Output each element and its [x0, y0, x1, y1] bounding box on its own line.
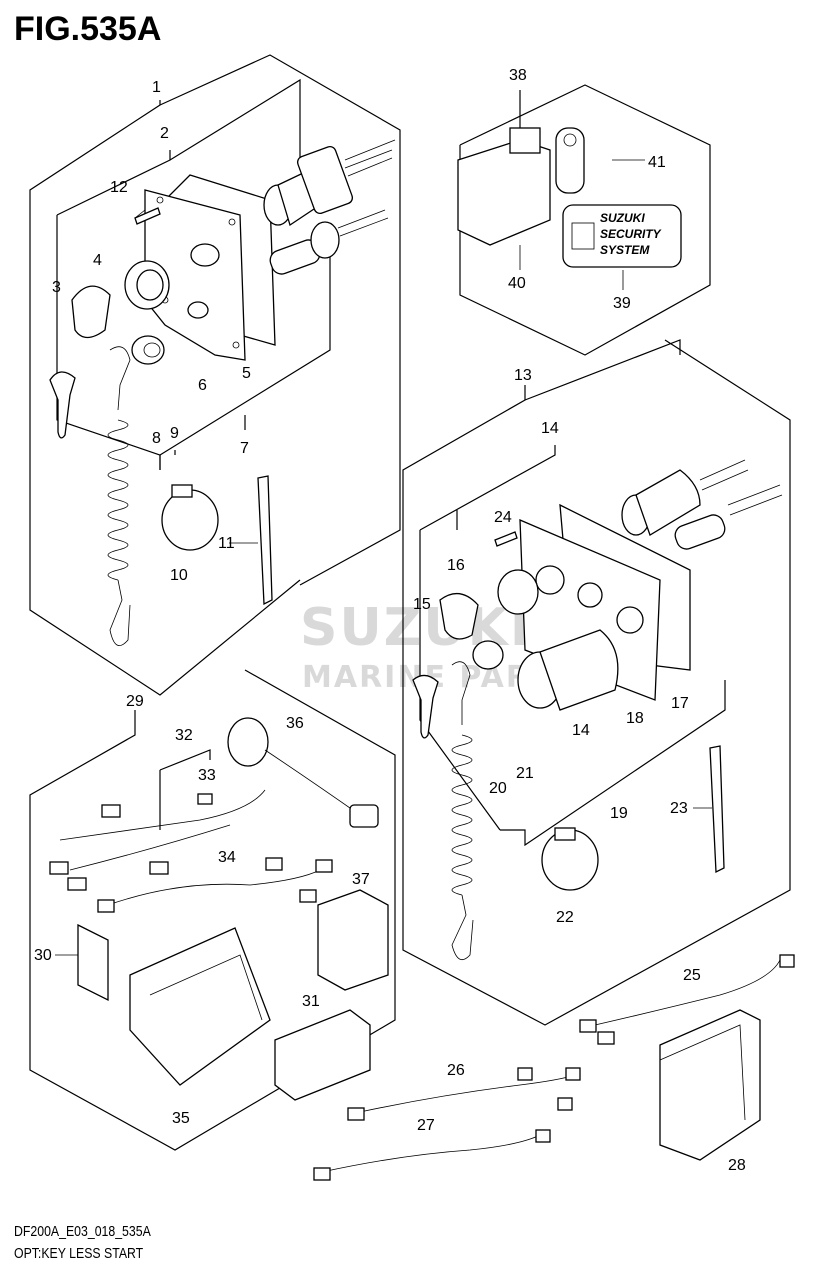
- callout-14-bottom: 14: [572, 722, 590, 739]
- callout-28: 28: [728, 1157, 746, 1174]
- transponder-fob-part: [555, 127, 585, 194]
- security-label-part: [562, 204, 682, 268]
- leader-lines: [55, 159, 712, 956]
- callout-40: 40: [508, 275, 526, 292]
- group-13-frame: [402, 339, 791, 1026]
- callout-13: 13: [514, 367, 532, 384]
- harness-26-part: [347, 1067, 581, 1121]
- switch-bracket-plate: [144, 174, 276, 361]
- right-lanyard-part: [451, 661, 474, 961]
- callout-27: 27: [417, 1117, 435, 1134]
- security-label-text: SUZUKI SECURITY SYSTEM: [600, 211, 662, 257]
- callout-23: 23: [670, 800, 688, 817]
- callout-39: 39: [613, 295, 631, 312]
- callout-18: 18: [626, 710, 644, 727]
- callout-1: 1: [152, 79, 161, 96]
- stop-switch-part: [269, 209, 389, 275]
- callout-33: 33: [198, 767, 216, 784]
- security-label-line-2: SECURITY: [600, 227, 662, 241]
- control-unit-28-part: [659, 1009, 761, 1161]
- harness-32-part: [49, 789, 266, 891]
- callout-4: 4: [93, 252, 102, 269]
- callout-17: 17: [671, 695, 689, 712]
- callout-21: 21: [516, 765, 534, 782]
- right-ignition-switch-part: [621, 459, 783, 550]
- group-29-frame: [29, 669, 396, 1151]
- callout-20: 20: [489, 780, 507, 797]
- callout-41: 41: [648, 154, 666, 171]
- figure-title: FIG.535A: [14, 10, 162, 48]
- harness-25-part: [579, 954, 795, 1045]
- callout-14-top: 14: [541, 420, 559, 437]
- callout-31: 31: [302, 993, 320, 1010]
- callout-9: 9: [170, 425, 179, 442]
- switch-nut-and-cap: [49, 260, 170, 439]
- bracket-35-part: [129, 927, 271, 1086]
- callout-30: 30: [34, 947, 52, 964]
- callout-labels: 1 2 3 4 5 6 7 8 9 10 11 12 13 14 14 15 1…: [34, 67, 746, 1174]
- right-main-switch-part: [472, 569, 619, 711]
- callout-26: 26: [447, 1062, 465, 1079]
- case-31-part: [274, 1009, 371, 1101]
- right-key-and-cap-part: [412, 531, 518, 739]
- callout-24: 24: [494, 509, 512, 526]
- callout-19: 19: [610, 805, 628, 822]
- group-1-frame: [29, 54, 401, 696]
- model-code-label: DF200A_E03_018_535A: [14, 1223, 151, 1240]
- callout-38: 38: [509, 67, 527, 84]
- callout-3: 3: [52, 279, 61, 296]
- callout-10: 10: [170, 567, 188, 584]
- holder-36-part: [227, 717, 379, 828]
- callout-22: 22: [556, 909, 574, 926]
- harness-27-part: [313, 1129, 551, 1181]
- callout-2: 2: [160, 125, 169, 142]
- screw-12-part: [134, 207, 161, 225]
- callout-7: 7: [240, 440, 249, 457]
- callout-34: 34: [218, 849, 236, 866]
- callout-15: 15: [413, 596, 431, 613]
- figure-caption: OPT:KEY LESS START: [14, 1245, 144, 1262]
- callout-6: 6: [198, 377, 207, 394]
- lanyard-cord-part: [107, 346, 131, 647]
- callout-12: 12: [110, 179, 128, 196]
- group-38-frame: [459, 84, 711, 356]
- callout-16: 16: [447, 557, 465, 574]
- security-module-part: [457, 127, 551, 246]
- dust-cap-part: [161, 484, 219, 551]
- callout-35: 35: [172, 1110, 190, 1127]
- cable-tie-part: [257, 475, 273, 606]
- label-30-part: [77, 923, 109, 1002]
- relay-37-part: [317, 889, 389, 991]
- security-label-line-1: SUZUKI: [600, 211, 645, 225]
- callout-32: 32: [175, 727, 193, 744]
- callout-11: 11: [218, 535, 235, 552]
- callout-8: 8: [152, 430, 161, 447]
- fuse-33-part: [197, 793, 213, 805]
- ignition-switch-part: [263, 139, 396, 227]
- callout-36: 36: [286, 715, 304, 732]
- callout-37: 37: [352, 871, 370, 888]
- right-cap-and-tie-part: [541, 745, 725, 891]
- harness-34-part: [97, 857, 333, 913]
- callout-25: 25: [683, 967, 701, 984]
- callout-29: 29: [126, 693, 144, 710]
- security-label-line-3: SYSTEM: [600, 243, 650, 257]
- callout-5: 5: [242, 365, 251, 382]
